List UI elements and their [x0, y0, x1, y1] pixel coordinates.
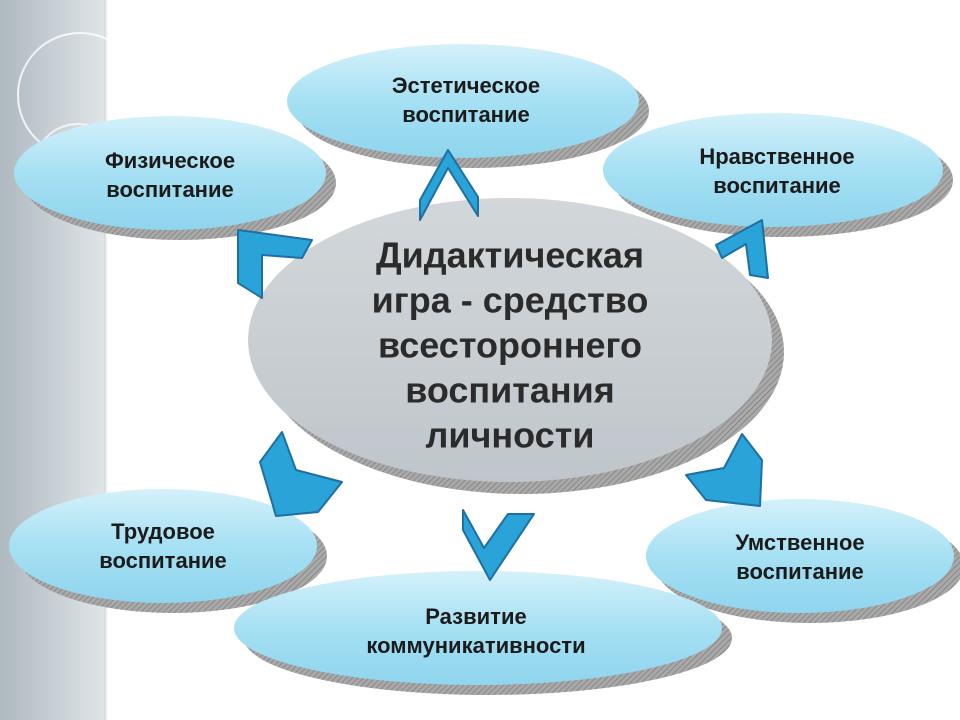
center-title-line: всестороннего: [378, 324, 642, 366]
node-label-line: Развитие: [425, 604, 527, 629]
sidebar-edge: [104, 0, 108, 720]
node-aesthetic-oval: [287, 44, 649, 168]
node-label-line: Эстетическое: [391, 73, 541, 98]
node-label-line: воспитание: [402, 102, 530, 127]
node-labor-label: Трудовое воспитание: [99, 517, 227, 575]
node-label-line: Трудовое: [111, 519, 215, 544]
node-communication-oval: [234, 571, 732, 695]
node-label-line: коммуникативности: [366, 633, 586, 658]
node-physical-oval: [14, 116, 336, 240]
node-mental-label: Умственное воспитание: [735, 528, 864, 586]
center-oval: [248, 198, 784, 494]
node-label-line: Физическое: [104, 148, 236, 173]
node-label-line: Умственное: [735, 530, 865, 555]
center-title-line: Дидактическая: [376, 234, 644, 276]
center-title: Дидактическая игра - средство всесторонн…: [372, 233, 649, 458]
node-label-line: воспитание: [713, 173, 841, 198]
arrow-down-icon: [462, 509, 535, 581]
node-physical-label: Физическое воспитание: [105, 146, 235, 204]
node-labor-oval: [9, 489, 327, 613]
center-title-line: воспитания: [405, 369, 615, 411]
center-title-line: игра - средство: [371, 279, 649, 321]
node-label-line: воспитание: [99, 548, 227, 573]
arrow-down-left-icon: [259, 431, 343, 517]
node-label-line: воспитание: [106, 177, 234, 202]
node-moral-label: Нравственное воспитание: [699, 142, 854, 200]
arrow-down-right-icon: [685, 433, 763, 507]
node-label-line: Нравственное: [699, 144, 855, 169]
center-title-line: личности: [425, 414, 595, 456]
arrow-up-right-icon: [715, 219, 769, 279]
arrow-up-left-icon: [237, 229, 313, 299]
node-label-line: воспитание: [736, 559, 864, 584]
node-communication-label: Развитие коммуникативности: [366, 602, 585, 660]
node-aesthetic-label: Эстетическое воспитание: [392, 71, 540, 129]
arrow-up-icon: [419, 149, 479, 221]
node-moral-oval: [603, 113, 953, 237]
node-mental-oval: [646, 499, 960, 623]
